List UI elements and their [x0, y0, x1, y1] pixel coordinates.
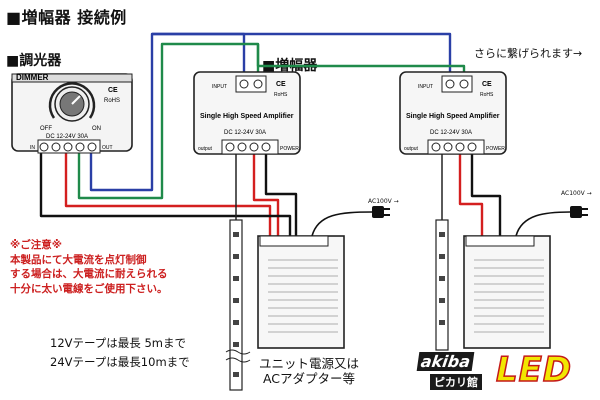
amp2-mark-rohs: RoHS [480, 92, 494, 98]
power-supply-2 [463, 235, 551, 349]
dimmer-on-label: ON [92, 126, 101, 132]
psu-label: ユニット電源又は ACアダプター等 [254, 356, 364, 386]
dimmer-in-label: IN [30, 145, 35, 151]
led-tape-1 [225, 154, 251, 391]
amp1-power-label: POWER [280, 146, 299, 152]
amp2-output-label: output [404, 146, 419, 152]
wire-blue-to-amp1 [89, 32, 246, 192]
ac-plug-1 [372, 206, 390, 218]
amp1-mark-ce: CE [276, 81, 286, 88]
amp2-mark-ce: CE [482, 81, 492, 88]
spec-12v: 12Vテープは最長 5mまで [50, 336, 186, 350]
dimmer-out-label: OUT [102, 145, 113, 151]
power-supply-1 [257, 235, 345, 349]
wire-red-amp2 [458, 151, 484, 236]
spec-24v: 24Vテープは最長10mまで [50, 355, 190, 369]
ac-label-2: AC100V → [561, 190, 592, 197]
psu-label-line-2: ACアダプター等 [262, 371, 356, 386]
caution-line-1: 本製品にて大電流を点灯制御 [10, 253, 147, 266]
dimmer-rating: DC 12-24V 30A [46, 134, 88, 140]
amplifier-unit-2 [399, 71, 507, 155]
dimmer-section-label: ■調光器 [6, 53, 62, 69]
ac-cord-2 [515, 211, 571, 237]
wire-blue-to-amp2 [152, 32, 452, 80]
amp1-name: Single High Speed Amplifier [200, 113, 294, 120]
wire-red-amp1 [252, 151, 280, 236]
led-tape-2 [435, 154, 449, 351]
tape-length-specs: 12Vテープは最長 5mまで 24Vテープは最長10mまで [50, 334, 190, 372]
amp1-output-label: output [198, 146, 213, 152]
dimmer-mark-rohs: RoHS [104, 98, 120, 104]
caution-note: ※ご注意※ 本製品にて大電流を点灯制御 する場合は、大電流に耐えられる 十分に太… [10, 238, 222, 296]
dimmer-brand: DIMMER [16, 73, 49, 82]
dimmer-off-label: OFF [40, 126, 52, 132]
caution-heading: ※ご注意※ [10, 239, 62, 251]
logo-led-text: LED [495, 349, 573, 391]
amp1-rating: DC 12-24V 30A [224, 130, 266, 136]
amp2-input-label: INPUT [418, 84, 433, 90]
amp2-name: Single High Speed Amplifier [406, 113, 500, 120]
ac-plug-2 [570, 206, 588, 218]
ac-label-1: AC100V → [368, 198, 399, 205]
amp1-input-label: INPUT [212, 84, 227, 90]
psu-label-line-1: ユニット電源又は [258, 356, 359, 371]
ac-cord-1 [311, 211, 373, 237]
wire-black-amp1 [264, 151, 298, 236]
caution-line-2: する場合は、大電流に耐えられる [10, 268, 168, 280]
logo-pikari-text: ピカリ館 [430, 374, 482, 390]
dimmer-unit [11, 73, 133, 154]
amp2-rating: DC 12-24V 30A [430, 130, 472, 136]
amp2-power-label: POWER [486, 146, 505, 152]
dimmer-mark-ce: CE [108, 87, 118, 94]
amp1-mark-rohs: RoHS [274, 92, 288, 98]
logo-akiba-text: akiba [416, 352, 475, 371]
page-title: ■増幅器 接続例 [6, 8, 127, 27]
wire-black-dimmer [39, 151, 292, 236]
amplifier-unit-1 [193, 71, 301, 155]
wire-red-dimmer [64, 151, 272, 236]
akiba-led-logo: akiba ピカリ館 LED [410, 349, 598, 394]
caution-line-3: 十分に太い電線をご使用下さい。 [10, 282, 168, 295]
wire-black-amp2 [470, 151, 502, 236]
continue-label: さらに繋げられます→ [474, 47, 583, 60]
